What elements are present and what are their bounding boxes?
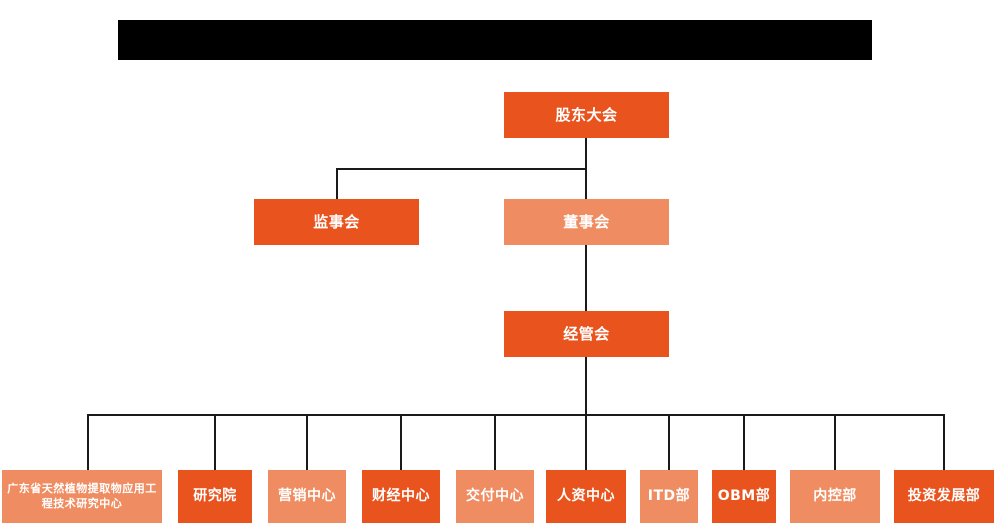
node-obm-dept[interactable]: OBM部 <box>712 470 776 523</box>
connector-level2-bus <box>336 168 587 170</box>
node-directors[interactable]: 董事会 <box>504 199 669 245</box>
connector-drop-rd-center <box>87 414 89 470</box>
connector-shareholders-down <box>585 138 587 170</box>
connector-drop-internal-control-dept <box>834 414 836 470</box>
connector-to-supervisors <box>336 168 338 199</box>
connector-to-directors <box>585 168 587 199</box>
node-institute[interactable]: 研究院 <box>178 470 252 523</box>
connector-drop-hr-center <box>585 414 587 470</box>
node-hr-center[interactable]: 人资中心 <box>546 470 626 523</box>
connector-drop-marketing-center <box>306 414 308 470</box>
node-delivery-center[interactable]: 交付中心 <box>456 470 534 523</box>
node-supervisors[interactable]: 监事会 <box>254 199 419 245</box>
connector-drop-institute <box>214 414 216 470</box>
node-investment-dev-dept[interactable]: 投资发展部 <box>894 470 994 523</box>
connector-management-down <box>585 357 587 415</box>
connector-directors-to-management <box>585 245 587 312</box>
node-management-committee[interactable]: 经管会 <box>504 311 669 357</box>
node-shareholders[interactable]: 股东大会 <box>504 92 669 138</box>
connector-drop-investment-dev-dept <box>943 414 945 470</box>
redacted-title-bar <box>118 20 872 60</box>
connector-level4-bus <box>87 414 945 416</box>
connector-drop-finance-center <box>400 414 402 470</box>
connector-drop-obm-dept <box>743 414 745 470</box>
node-itd-dept[interactable]: ITD部 <box>640 470 698 523</box>
node-finance-center[interactable]: 财经中心 <box>362 470 440 523</box>
node-internal-control-dept[interactable]: 内控部 <box>790 470 880 523</box>
node-rd-center[interactable]: 广东省天然植物提取物应用工程技术研究中心 <box>2 470 162 523</box>
node-marketing-center[interactable]: 营销中心 <box>268 470 346 523</box>
connector-drop-itd-dept <box>668 414 670 470</box>
connector-drop-delivery-center <box>494 414 496 470</box>
